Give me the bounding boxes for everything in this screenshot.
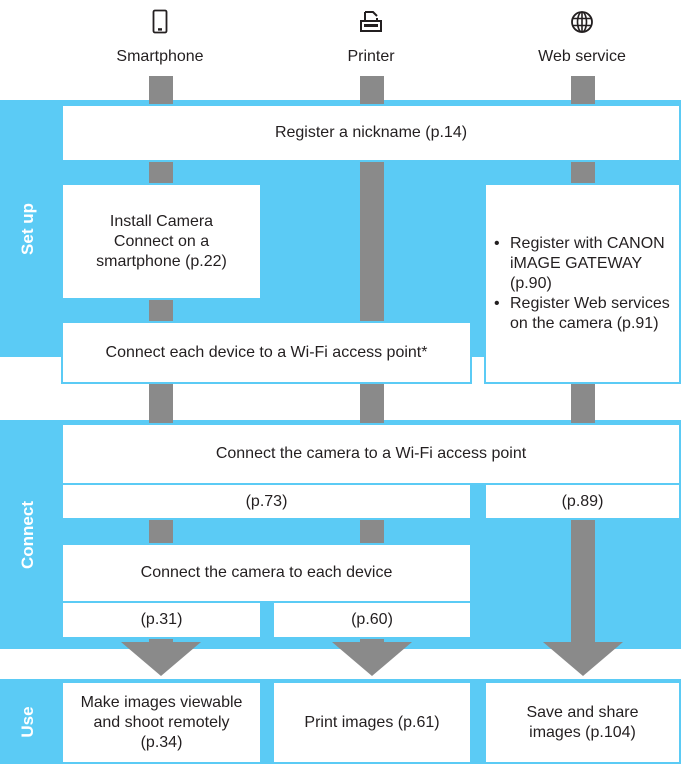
smartphone-icon <box>152 9 168 34</box>
web-register-box: Register with CANON iMAGE GATEWAY (p.90)… <box>484 183 681 384</box>
register-nickname-text: Register a nickname (p.14) <box>274 124 468 141</box>
ref-p60-text: (p.60) <box>351 611 393 628</box>
ref-p60-box: (p.60) <box>272 601 472 639</box>
web-register-gateway-item: Register with CANON iMAGE GATEWAY (p.90) <box>494 234 671 294</box>
connect-camera-wifi-text: Connect the camera to a Wi-Fi access poi… <box>215 445 527 462</box>
setup-section-label: Set up <box>18 202 37 255</box>
use-web-box: Save and share images (p.104) <box>484 681 681 764</box>
web-register-services-item: Register Web services on the camera (p.9… <box>494 294 671 334</box>
ref-p31-text: (p.31) <box>140 611 183 628</box>
smartphone-arrow-icon <box>121 642 201 676</box>
globe-icon <box>571 11 593 33</box>
column-label-smartphone: Smartphone <box>116 48 204 65</box>
connect-section-tab: Connect <box>0 420 56 649</box>
printer-icon <box>360 11 382 32</box>
use-printer-box: Print images (p.61) <box>272 681 472 764</box>
register-nickname-box: Register a nickname (p.14) <box>61 104 681 162</box>
column-label-web-service: Web service <box>538 48 626 65</box>
use-smartphone-text: Make images viewable and shoot remotely … <box>80 693 243 751</box>
use-printer-text: Print images (p.61) <box>304 713 440 731</box>
connect-device-wifi-text: Connect each device to a Wi-Fi access po… <box>105 343 428 361</box>
install-camera-connect-text: Install Camera Connect on a smartphone (… <box>96 212 227 270</box>
install-camera-connect-box: Install Camera Connect on a smartphone (… <box>61 183 262 300</box>
ref-p89-box: (p.89) <box>484 483 681 520</box>
ref-p73-box: (p.73) <box>61 483 472 520</box>
ref-p31-box: (p.31) <box>61 601 262 639</box>
use-web-text: Save and share images (p.104) <box>526 703 639 741</box>
printer-arrow-icon <box>332 642 412 676</box>
web-arrow-icon <box>543 642 623 676</box>
web-register-list: Register with CANON iMAGE GATEWAY (p.90)… <box>494 234 671 334</box>
ref-p73-text: (p.73) <box>245 492 288 510</box>
use-smartphone-box: Make images viewable and shoot remotely … <box>61 681 262 764</box>
column-label-printer: Printer <box>347 48 395 65</box>
ref-p89-text: (p.89) <box>561 492 604 510</box>
connect-device-wifi-box: Connect each device to a Wi-Fi access po… <box>61 321 472 384</box>
setup-section-tab: Set up <box>0 100 56 357</box>
connect-camera-device-text: Connect the camera to each device <box>140 564 393 581</box>
use-section-tab: Use <box>0 679 56 764</box>
connect-camera-wifi-box: Connect the camera to a Wi-Fi access poi… <box>61 423 681 485</box>
connect-section-label: Connect <box>18 500 37 569</box>
use-section-label: Use <box>18 705 37 738</box>
connect-camera-device-box: Connect the camera to each device <box>61 543 472 603</box>
